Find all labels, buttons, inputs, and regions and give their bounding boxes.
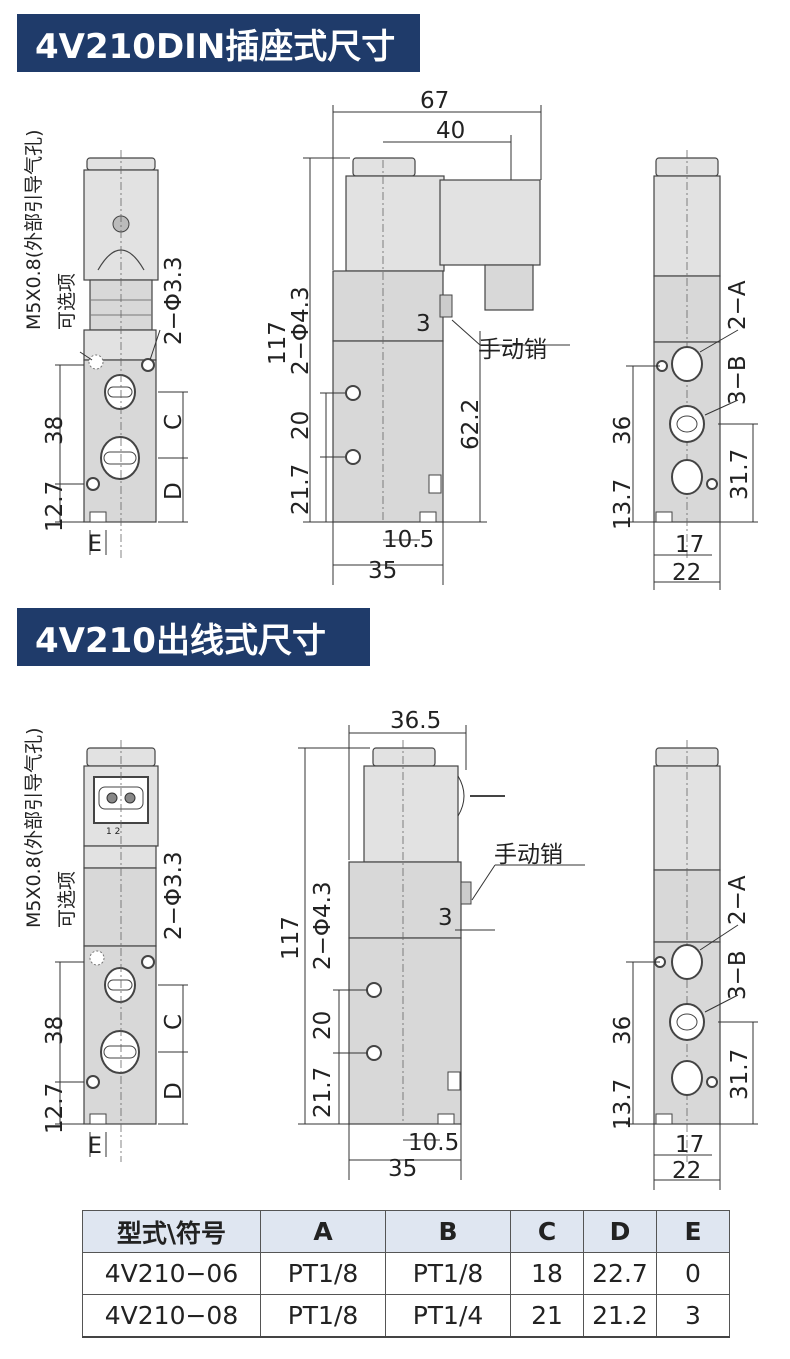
table-cell: 0 — [656, 1252, 730, 1295]
wire-dim-117: 117 — [278, 916, 304, 960]
section-title-wire-text: 4V210出线式尺寸 — [35, 620, 326, 661]
wire-drawing: 1 2 M5X0.8(外部引导气孔) 可选项 2−Φ3.3 38 12.7 C … — [23, 708, 758, 1190]
din-side-view: 67 40 117 2−Φ4.3 3 手动销 20 21.7 62.2 10.5… — [265, 88, 570, 585]
wire-dim-22: 22 — [672, 1158, 701, 1184]
din-end-view: 2−A 3−B 36 13.7 31.7 17 22 — [610, 150, 758, 590]
wire-dim-12-7: 12.7 — [42, 1083, 68, 1134]
wire-dim-35: 35 — [388, 1156, 417, 1182]
din-drawing: M5X0.8(外部引导气孔) 可选项 2−Φ3.3 38 12.7 C D E — [23, 88, 758, 590]
section-title-wire: 4V210出线式尺寸 — [17, 608, 370, 666]
table-header-d: D — [583, 1210, 657, 1253]
table-cell: 3 — [656, 1294, 730, 1338]
holes43-label: 2−Φ4.3 — [288, 286, 314, 375]
table-row: 4V210−08 PT1/8 PT1/4 21 21.2 3 — [82, 1294, 730, 1338]
wire-optional-label: 可选项 — [56, 871, 78, 928]
table-cell: 4V210−08 — [82, 1294, 261, 1338]
dim-20: 20 — [288, 411, 314, 440]
dim-117: 117 — [265, 321, 291, 365]
dim-67: 67 — [420, 88, 449, 114]
wire-dim-36-5: 36.5 — [390, 708, 441, 734]
section-title-din: 4V210DIN插座式尺寸 — [17, 14, 420, 72]
wire-side-view: 36.5 117 2−Φ4.3 3 手动销 20 21.7 10.5 35 — [278, 708, 585, 1182]
holes33-label: 2−Φ3.3 — [161, 256, 187, 345]
wire-manual-pin: 手动销 — [494, 842, 563, 868]
wire-dim-13-7: 13.7 — [610, 1079, 636, 1130]
table-cell: PT1/8 — [385, 1252, 511, 1295]
table-header-e: E — [656, 1210, 730, 1253]
table-cell: 18 — [510, 1252, 584, 1295]
wire-dim-10-5: 10.5 — [408, 1130, 459, 1156]
manual-pin: 手动销 — [478, 337, 547, 363]
wire-dim-d: D — [161, 1082, 187, 1100]
din-front-view: M5X0.8(外部引导气孔) 可选项 2−Φ3.3 38 12.7 C D E — [23, 129, 188, 560]
dim-c: C — [161, 414, 187, 430]
dim-38: 38 — [42, 416, 68, 445]
optional-label: 可选项 — [56, 273, 78, 330]
table-row: 4V210−06 PT1/8 PT1/8 18 22.7 0 — [82, 1252, 730, 1295]
dim-40: 40 — [436, 118, 465, 144]
dim-13-7: 13.7 — [610, 479, 636, 530]
table-cell: 4V210−06 — [82, 1252, 261, 1295]
wire-dim-e: E — [88, 1134, 102, 1159]
m5-label: M5X0.8(外部引导气孔) — [23, 129, 45, 330]
dim-31-7: 31.7 — [727, 449, 753, 500]
wire-dim-3: 3 — [438, 905, 453, 931]
wire-port-a: 2−A — [725, 875, 751, 925]
table-cell: 22.7 — [583, 1252, 657, 1295]
dim-3: 3 — [416, 311, 431, 337]
dim-35: 35 — [368, 558, 397, 584]
wire-pin-numbers: 1 2 — [106, 827, 120, 837]
dim-21-7: 21.7 — [288, 464, 314, 515]
table-header-b: B — [385, 1210, 511, 1253]
wire-holes43-label: 2−Φ4.3 — [310, 881, 336, 970]
dim-22: 22 — [672, 560, 701, 586]
wire-dim-36: 36 — [610, 1016, 636, 1045]
dim-d: D — [161, 482, 187, 500]
table-cell: 21 — [510, 1294, 584, 1338]
port-a: 2−A — [725, 280, 751, 330]
table-cell: PT1/4 — [385, 1294, 511, 1338]
table-cell: 21.2 — [583, 1294, 657, 1338]
wire-front-view: 1 2 M5X0.8(外部引导气孔) 可选项 2−Φ3.3 38 12.7 C … — [23, 727, 188, 1162]
wire-dim-17: 17 — [675, 1132, 704, 1158]
wire-dim-31-7: 31.7 — [727, 1049, 753, 1100]
wire-dim-20: 20 — [310, 1011, 336, 1040]
dim-17: 17 — [675, 532, 704, 558]
dim-e: E — [88, 532, 102, 557]
wire-end-view: 2−A 3−B 36 13.7 31.7 17 22 — [610, 740, 758, 1190]
dim-36: 36 — [610, 416, 636, 445]
wire-dim-21-7: 21.7 — [310, 1067, 336, 1118]
port-b: 3−B — [725, 355, 751, 405]
dim-62-2: 62.2 — [458, 399, 484, 450]
table-header-a: A — [260, 1210, 386, 1253]
dim-12-7: 12.7 — [42, 481, 68, 532]
table-cell: PT1/8 — [260, 1294, 386, 1338]
table-header-c: C — [510, 1210, 584, 1253]
wire-m5-label: M5X0.8(外部引导气孔) — [23, 727, 45, 928]
wire-dim-c: C — [161, 1014, 187, 1030]
table-cell: PT1/8 — [260, 1252, 386, 1295]
table-header-model: 型式\符号 — [82, 1210, 261, 1253]
spec-table: 型式\符号 A B C D E 4V210−06 PT1/8 PT1/8 18 … — [82, 1210, 730, 1338]
wire-holes33-label: 2−Φ3.3 — [161, 851, 187, 940]
table-header-row: 型式\符号 A B C D E — [82, 1210, 730, 1253]
wire-port-b: 3−B — [725, 950, 751, 1000]
wire-dim-38: 38 — [42, 1016, 68, 1045]
dim-10-5: 10.5 — [383, 527, 434, 553]
section-title-din-text: 4V210DIN插座式尺寸 — [35, 26, 396, 67]
